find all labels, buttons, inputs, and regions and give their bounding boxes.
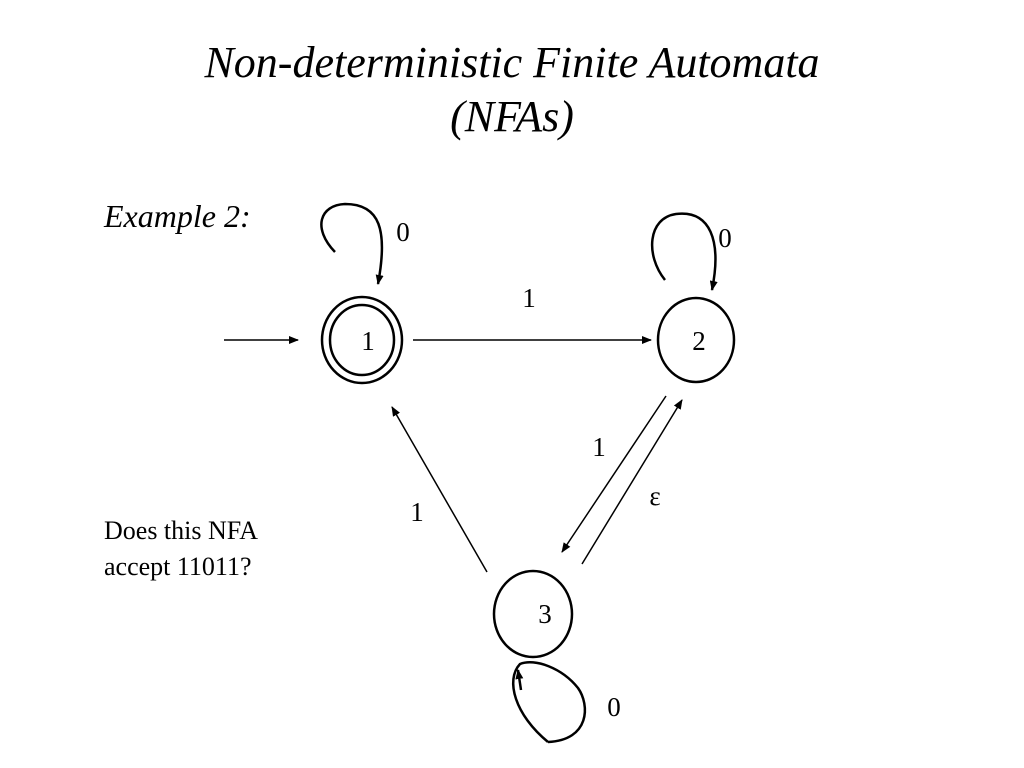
- edge-1-to-2-label: 1: [522, 283, 536, 313]
- edge-2-to-3: [561, 395, 667, 553]
- question-line-1: Does this NFA: [104, 516, 259, 545]
- state-3: 3: [492, 569, 574, 659]
- state-2-circle: [656, 296, 736, 384]
- self-loop-2-label: 0: [718, 223, 732, 253]
- title-line-2: (NFAs): [450, 92, 574, 141]
- state-3-label: 3: [538, 599, 552, 629]
- self-loop-2: [650, 212, 718, 291]
- state-1-label: 1: [361, 326, 375, 356]
- edge-2-to-3-label: 1: [592, 432, 606, 462]
- state-2: 2: [656, 296, 736, 384]
- title-line-1: Non-deterministic Finite Automata: [204, 38, 820, 87]
- state-2-label: 2: [692, 326, 706, 356]
- state-1-inner-circle: [328, 303, 396, 377]
- edge-3-to-1-label: 1: [410, 497, 424, 527]
- state-1-outer-circle: [320, 295, 404, 385]
- example-label: Example 2:: [104, 198, 251, 234]
- self-loop-3-arrowhead: [515, 669, 524, 691]
- question-text: Does this NFA accept 11011?: [104, 513, 258, 585]
- state-1: 1: [320, 295, 404, 385]
- slide-title: Non-deterministic Finite Automata (NFAs): [0, 36, 1024, 144]
- edge-3-to-2-label: ε: [649, 481, 660, 511]
- self-loop-1-label: 0: [396, 217, 410, 247]
- edge-3-to-1: [391, 406, 488, 573]
- self-loop-3: [512, 661, 586, 744]
- edge-3-to-2: [581, 399, 683, 565]
- self-loop-3-label: 0: [607, 692, 621, 722]
- self-loop-1: [320, 202, 384, 285]
- state-3-circle: [492, 569, 574, 659]
- question-line-2: accept 11011?: [104, 552, 252, 581]
